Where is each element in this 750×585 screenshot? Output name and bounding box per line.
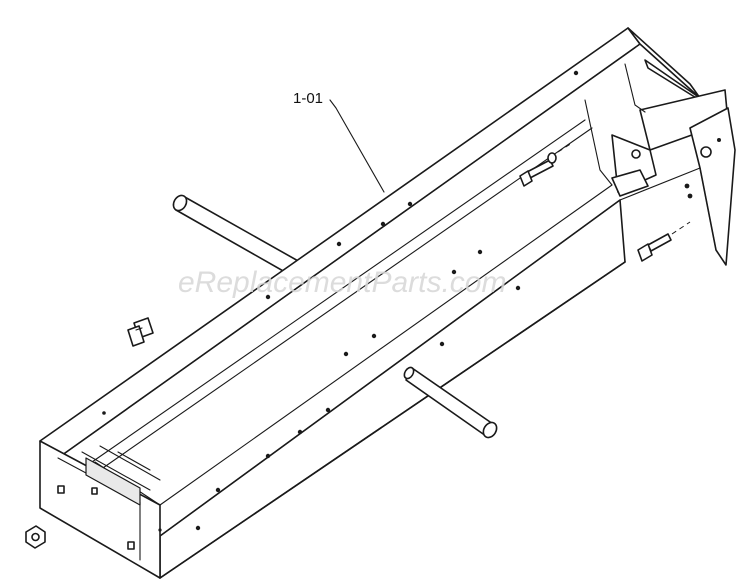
bolt-right <box>637 221 691 262</box>
part-callout: 1-01 <box>293 90 385 193</box>
main-frame-channel <box>39 27 641 579</box>
part-number-label: 1-01 <box>293 90 323 107</box>
axle-rod-right <box>403 366 498 439</box>
side-holes <box>57 285 521 550</box>
axle-rod-left <box>172 194 301 277</box>
flange-holes <box>102 70 579 415</box>
watermark-text: eReplacementParts.com <box>178 266 506 299</box>
carriage-bolt-left <box>127 317 154 347</box>
bolt-upper <box>519 142 573 187</box>
hex-nut <box>25 525 46 549</box>
rear-mounting-bracket <box>584 27 736 266</box>
